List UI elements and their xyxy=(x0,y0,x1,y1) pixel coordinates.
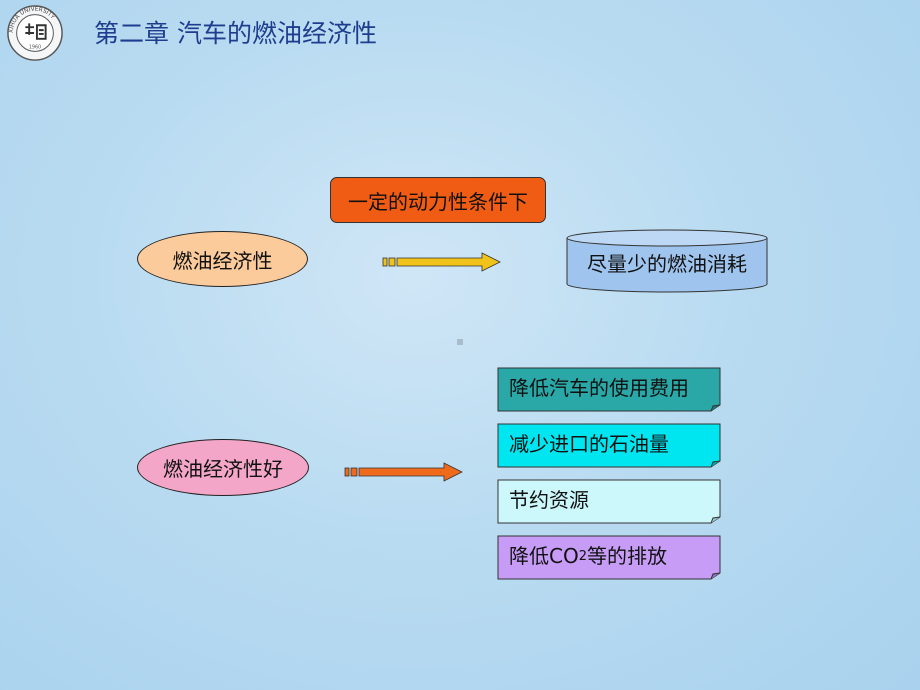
benefit-label: 降低汽车的使用费用 xyxy=(509,376,689,400)
page-title: 第二章 汽车的燃油经济性 xyxy=(94,19,377,48)
result-label: 尽量少的燃油消耗 xyxy=(587,252,747,276)
arrow-right-icon xyxy=(344,462,463,482)
benefit-note-3 xyxy=(497,479,721,524)
svg-text:1960: 1960 xyxy=(29,44,41,50)
cylinder-shape xyxy=(566,229,768,293)
benefit-label-post: 等的排放 xyxy=(587,544,667,568)
benefit-note-2 xyxy=(497,423,721,468)
benefit-note-1 xyxy=(497,367,721,412)
benefit-label: 节约资源 xyxy=(509,488,589,512)
benefit-label-sub: 2 xyxy=(578,548,587,564)
center-marker xyxy=(457,339,463,345)
good-fuel-economy-ellipse: 燃油经济性好 xyxy=(137,439,309,496)
benefit-note-4 xyxy=(497,535,721,580)
university-logo: XIHUA UNIVERSITY 1960 xyxy=(7,5,63,61)
arrow-right-icon xyxy=(382,252,501,272)
fuel-economy-ellipse: 燃油经济性 xyxy=(137,231,308,287)
condition-box: 一定的动力性条件下 xyxy=(330,177,546,223)
benefit-label-pre: 降低CO xyxy=(509,544,579,568)
benefit-label: 减少进口的石油量 xyxy=(509,432,669,456)
